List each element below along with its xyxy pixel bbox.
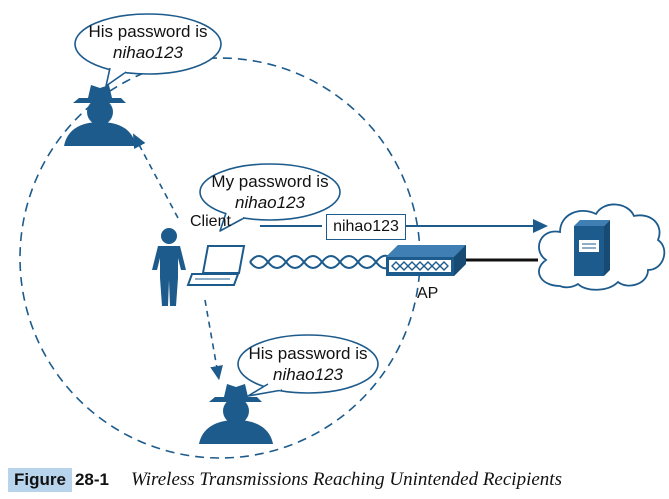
client-label: Client [190, 213, 231, 230]
access-point-icon [386, 245, 466, 276]
arrow-to-bottom-attacker [204, 299, 223, 381]
bubble-text-client: My password is nihao123 [204, 171, 336, 213]
figure-title: Wireless Transmissions Reaching Unintend… [130, 469, 562, 490]
bubble-password: nihao123 [235, 193, 305, 212]
attacker-icon [199, 384, 273, 444]
bubble-client [199, 163, 341, 232]
attacker-icon [64, 85, 136, 146]
bubble-text-bottom-attacker: His password is nihao123 [240, 343, 376, 385]
arrow-to-top-attacker [132, 133, 179, 219]
ap-label: AP [417, 285, 439, 302]
bubble-line1: His password is [248, 344, 368, 363]
bubble-text-top-attacker: His password is nihao123 [80, 21, 216, 63]
bubble-password: nihao123 [273, 365, 343, 384]
figure-caption: Figure 28-1 Wireless Transmissions Reach… [8, 464, 648, 496]
server-icon [574, 220, 610, 276]
bubble-line1: His password is [88, 22, 208, 41]
transmission-arrowhead [533, 219, 548, 233]
laptop-icon [186, 245, 246, 286]
bubble-password: nihao123 [113, 43, 183, 62]
figure-tag: Figure [8, 468, 72, 492]
bubble-line1: My password is [211, 172, 329, 191]
wireless-signal [249, 254, 393, 270]
bubble-bottom-attacker [237, 334, 379, 397]
person-icon [152, 228, 186, 306]
figure-number: 28-1 [74, 470, 109, 489]
packet-label: nihao123 [326, 214, 406, 240]
